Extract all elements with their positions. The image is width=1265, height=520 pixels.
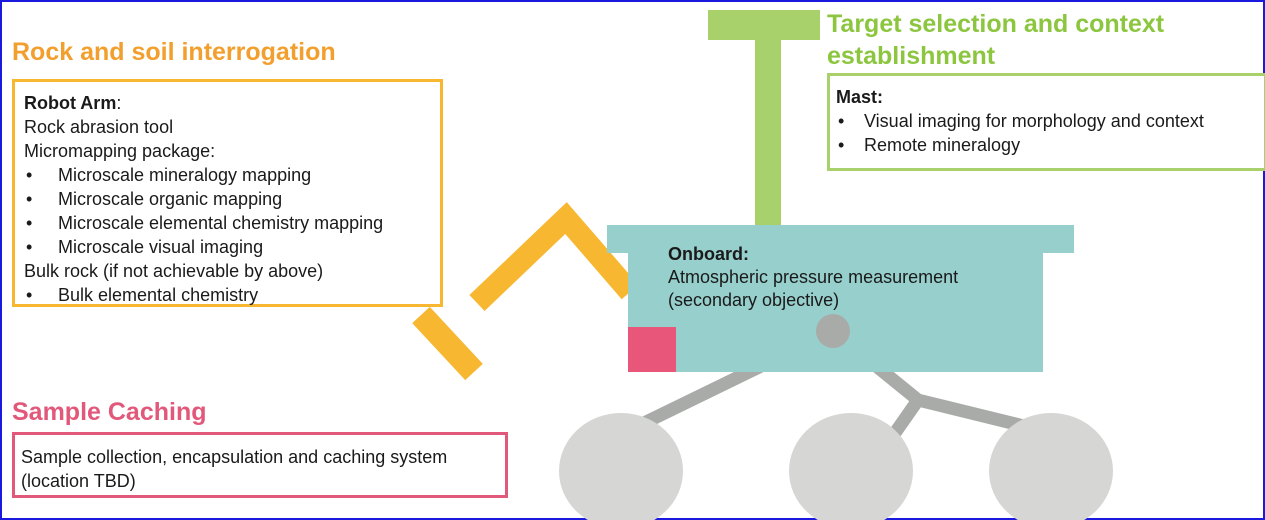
robot-arm xyxy=(469,202,639,311)
arm-bullet: Microscale elemental chemistry mapping xyxy=(24,211,431,235)
wheel-left xyxy=(559,413,683,520)
arm-line: Bulk rock (if not achievable by above) xyxy=(24,261,324,281)
rock-heading: Rock and soil interrogation xyxy=(12,38,336,66)
robot-arm-colon: : xyxy=(116,93,122,113)
arm-tool xyxy=(412,306,483,381)
robot-arm-title: Robot Arm: xyxy=(24,91,431,115)
onboard-label: Onboard: xyxy=(668,244,749,264)
arm-bullet: Microscale organic mapping xyxy=(24,187,431,211)
mast-pole xyxy=(755,10,781,230)
cache-box: Sample collection, encapsulation and cac… xyxy=(12,432,508,498)
arm-line: Rock abrasion tool xyxy=(24,117,174,137)
arm-bullet: Microscale mineralogy mapping xyxy=(24,163,431,187)
target-heading: Target selection and context establishme… xyxy=(827,10,1165,70)
robot-arm-label: Robot Arm xyxy=(24,93,117,113)
rover-body xyxy=(628,253,1043,372)
cache-heading: Sample Caching xyxy=(12,398,207,426)
robot-arm-box: Robot Arm: Rock abrasion tool Micromappi… xyxy=(12,79,443,307)
arm-bullet: Microscale visual imaging xyxy=(24,235,431,259)
onboard-line: Atmospheric pressure measurement xyxy=(668,267,959,287)
mast-box: Mast: Visual imaging for morphology and … xyxy=(827,73,1265,171)
wheel-middle xyxy=(789,413,913,520)
mast-bullet: Visual imaging for morphology and contex… xyxy=(836,109,1258,133)
rover-deck xyxy=(607,225,1074,253)
cache-text: Sample collection, encapsulation and cac… xyxy=(21,447,448,491)
onboard-text: Onboard: Atmospheric pressure measuremen… xyxy=(668,243,958,312)
arm-bullet: Bulk elemental chemistry xyxy=(24,283,431,307)
arm-line: Micromapping package: xyxy=(24,141,216,161)
onboard-line: (secondary objective) xyxy=(668,290,840,310)
wheel-right xyxy=(989,413,1113,520)
mast-bullet: Remote mineralogy xyxy=(836,133,1258,157)
leg-pivot xyxy=(816,314,850,348)
sample-cache-unit xyxy=(628,327,676,372)
mast-label: Mast: xyxy=(836,87,884,107)
